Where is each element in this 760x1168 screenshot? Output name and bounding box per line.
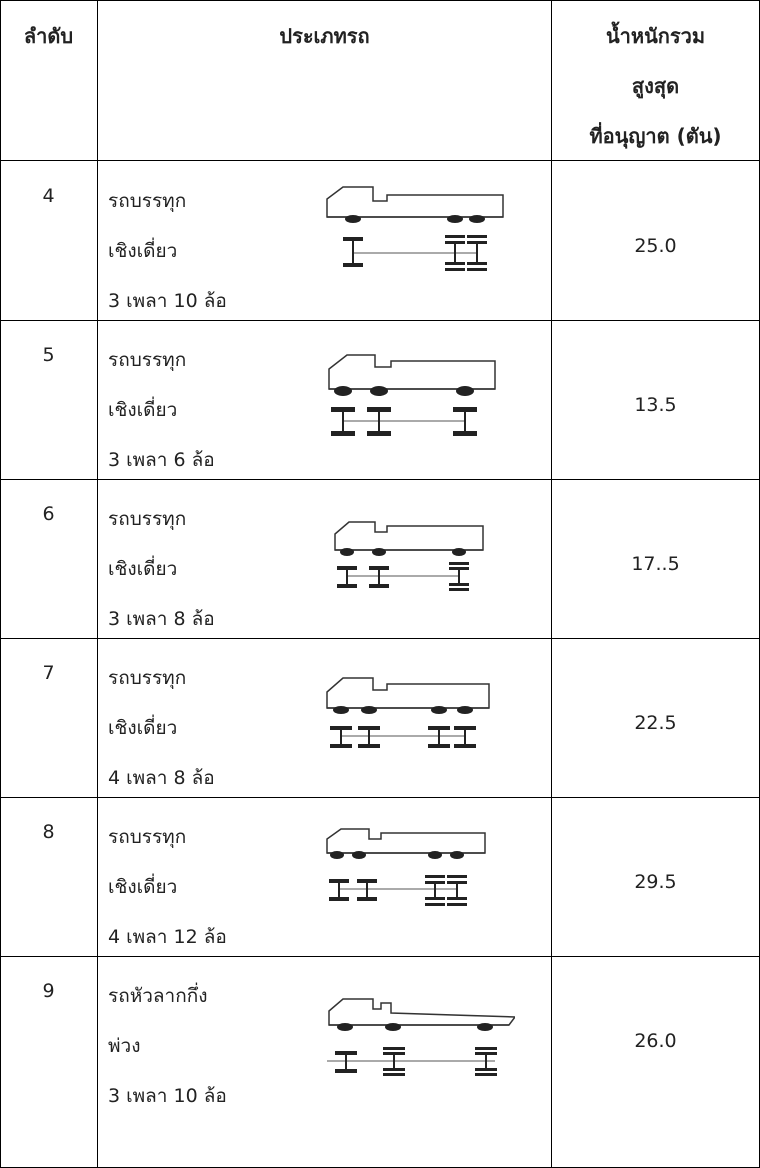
max-weight-value: 25.0 [634, 235, 677, 257]
row-divider [0, 956, 760, 957]
max-weight-value: 26.0 [634, 1030, 677, 1052]
vehicle-axle-wheel-line: 3 เพลา 10 ล้อ [108, 290, 227, 312]
column-divider-1 [97, 0, 98, 1168]
table-border-top [0, 0, 760, 1]
vehicle-axle-wheel-line: 3 เพลา 10 ล้อ [108, 1085, 227, 1107]
vehicle-type-line: เชิงเดี่ยว [108, 399, 178, 421]
header-index: ลำดับ [23, 24, 74, 48]
vehicle-type-line: เชิงเดี่ยว [108, 240, 178, 262]
row-index: 4 [42, 185, 55, 207]
row-divider [0, 638, 760, 639]
header-max-weight-line2: สูงสุด [631, 74, 680, 98]
row-divider [0, 320, 760, 321]
vehicle-type-line: เชิงเดี่ยว [108, 717, 178, 739]
header-divider [0, 160, 760, 161]
vehicle-axle-wheel-line: 3 เพลา 8 ล้อ [108, 608, 215, 630]
max-weight-value: 22.5 [634, 712, 677, 734]
truck-3axle-6wheel-icon [325, 345, 515, 445]
vehicle-type-line: รถบรรทุก [108, 190, 187, 212]
truck-4axle-8wheel-icon [325, 672, 515, 772]
max-weight-value: 13.5 [634, 394, 677, 416]
header-max-weight-line1: น้ำหนักรวม [605, 24, 706, 48]
vehicle-type-line: เชิงเดี่ยว [108, 876, 178, 898]
table-border-left [0, 0, 1, 1168]
vehicle-type-line: พ่วง [108, 1035, 141, 1057]
vehicle-type-line: รถบรรทุก [108, 667, 187, 689]
semi-trailer-3axle-10wheel-icon [325, 995, 515, 1095]
vehicle-type-line: รถบรรทุก [108, 826, 187, 848]
truck-3axle-8wheel-icon [325, 510, 515, 610]
vehicle-axle-wheel-line: 4 เพลา 8 ล้อ [108, 767, 215, 789]
vehicle-type-line: รถหัวลากกึ่ง [108, 985, 208, 1007]
row-index: 6 [42, 503, 55, 525]
row-divider [0, 797, 760, 798]
vehicle-axle-wheel-line: 3 เพลา 6 ล้อ [108, 449, 215, 471]
max-weight-value: 29.5 [634, 871, 677, 893]
column-divider-2 [551, 0, 552, 1168]
vehicle-type-line: เชิงเดี่ยว [108, 558, 178, 580]
header-max-weight-line3: ที่อนุญาต (ตัน) [589, 124, 722, 148]
row-index: 7 [42, 662, 55, 684]
truck-4axle-12wheel-icon [325, 825, 515, 925]
row-index: 9 [42, 980, 55, 1002]
row-divider [0, 479, 760, 480]
vehicle-axle-wheel-line: 4 เพลา 12 ล้อ [108, 926, 227, 948]
header-vehicle-type: ประเภทรถ [279, 24, 370, 48]
vehicle-type-line: รถบรรทุก [108, 349, 187, 371]
truck-3axle-10wheel-icon [325, 185, 515, 285]
row-index: 5 [42, 344, 55, 366]
max-weight-value: 17..5 [631, 553, 680, 575]
row-index: 8 [42, 821, 55, 843]
vehicle-type-line: รถบรรทุก [108, 508, 187, 530]
